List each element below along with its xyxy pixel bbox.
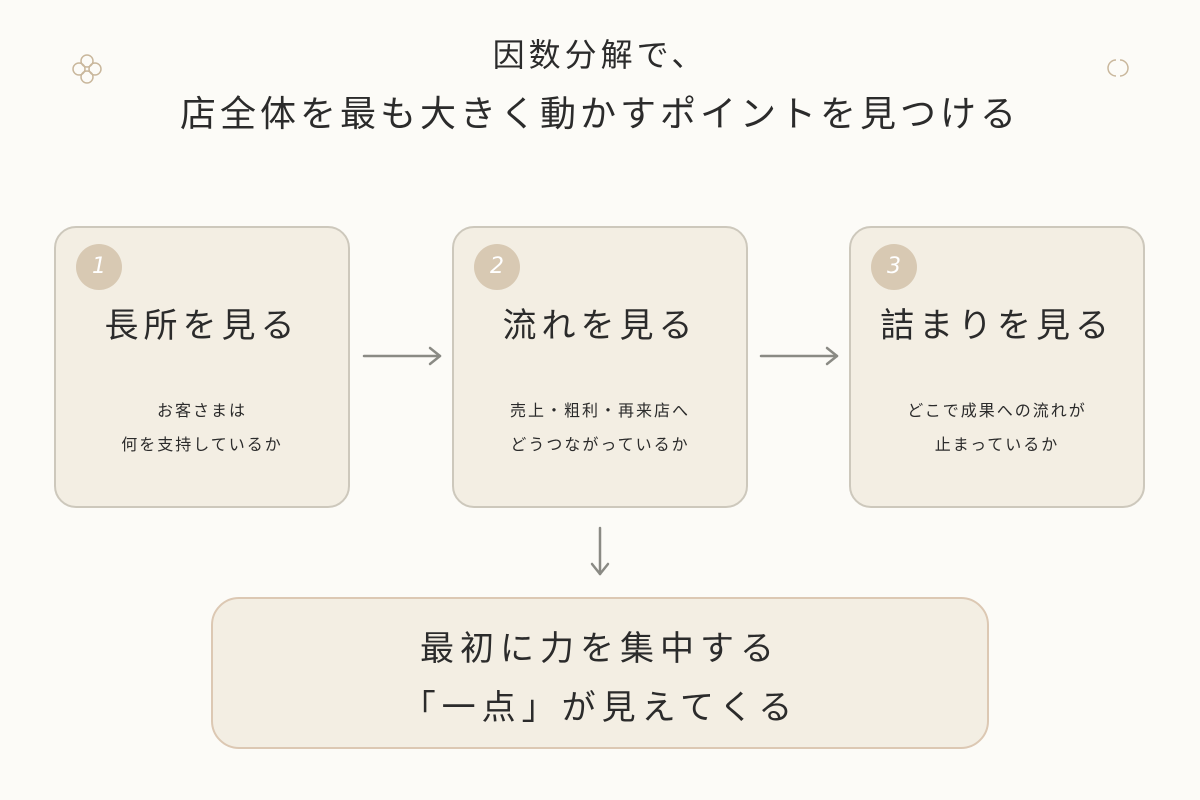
step-card-1: 1 長所を見る お客さまは 何を支持しているか bbox=[54, 226, 350, 508]
step-description: 売上・粗利・再来店へ どうつながっているか bbox=[454, 394, 746, 462]
conclusion-line-1: 最初に力を集中する bbox=[420, 629, 780, 669]
step-description-line: お客さまは bbox=[156, 401, 247, 420]
page-title-line-1: 因数分解で、 bbox=[492, 36, 708, 74]
arrow-down-icon bbox=[590, 526, 610, 576]
step-description-line: どうつながっているか bbox=[510, 435, 690, 454]
step-description-line: どこで成果への流れが bbox=[907, 401, 1087, 420]
conclusion-line-2: 「一点」が見えてくる bbox=[401, 688, 799, 728]
step-description: どこで成果への流れが 止まっているか bbox=[851, 394, 1143, 462]
step-title: 詰まりを見る bbox=[880, 306, 1114, 346]
arrow-right-icon bbox=[362, 346, 442, 366]
step-description-line: 止まっているか bbox=[934, 435, 1060, 454]
flower-ornament-icon bbox=[72, 54, 102, 84]
page-title-line-2: 店全体を最も大きく動かすポイントを見つける bbox=[179, 94, 1020, 135]
step-title: 流れを見る bbox=[502, 306, 698, 346]
arrow-right-icon bbox=[759, 346, 839, 366]
step-description-line: 売上・粗利・再来店へ bbox=[509, 401, 690, 420]
step-card-3: 3 詰まりを見る どこで成果への流れが 止まっているか bbox=[849, 226, 1145, 508]
step-card-2: 2 流れを見る 売上・粗利・再来店へ どうつながっているか bbox=[452, 226, 748, 508]
double-c-ornament-icon bbox=[1107, 59, 1129, 77]
step-title: 長所を見る bbox=[104, 306, 300, 346]
step-description-line: 何を支持しているか bbox=[121, 435, 283, 454]
conclusion-box: 最初に力を集中する 「一点」が見えてくる bbox=[211, 597, 989, 749]
step-number-badge: 2 bbox=[474, 244, 520, 290]
step-description: お客さまは 何を支持しているか bbox=[56, 394, 348, 462]
step-number-badge: 1 bbox=[76, 244, 122, 290]
step-number-badge: 3 bbox=[871, 244, 917, 290]
